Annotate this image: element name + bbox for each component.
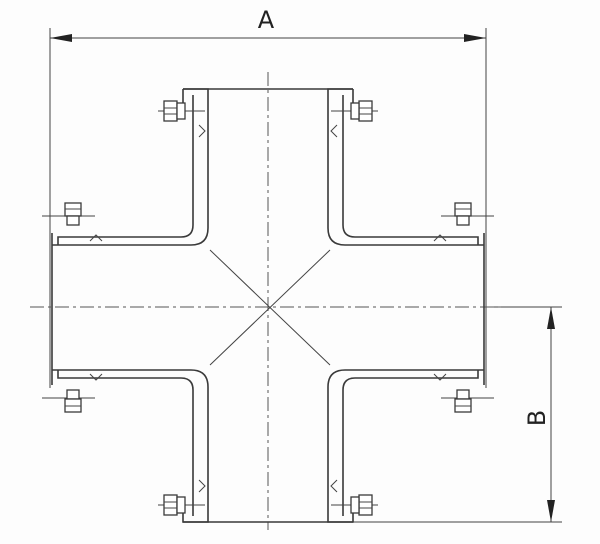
bolt-nut — [163, 494, 178, 516]
center-lines — [30, 72, 505, 530]
dimension-b: B — [336, 306, 562, 523]
bolt-washer — [66, 215, 80, 226]
bolt-left-upper — [42, 202, 95, 226]
bolt-washer — [350, 102, 360, 120]
bolt-right-lower — [441, 389, 494, 413]
quadrant-bottom-left-inner — [57, 370, 194, 516]
bolt-top-right — [331, 100, 378, 122]
weld-mark — [433, 234, 447, 242]
bolt-right-upper — [441, 202, 494, 226]
weld-mark — [89, 373, 103, 381]
bolt-washer — [176, 496, 186, 514]
bolt-top-left — [158, 100, 205, 122]
quadrant-bottom-right-outer — [327, 369, 484, 523]
arrowhead-bottom — [547, 500, 555, 522]
bolt-washer — [176, 102, 186, 120]
quadrant-bottom-right-inner — [342, 370, 479, 516]
dimension-label-a: A — [258, 6, 275, 34]
bolt-left-lower — [42, 389, 95, 413]
bolt-nut — [358, 494, 373, 516]
bolts — [42, 100, 494, 516]
dimension-a: A — [49, 6, 487, 388]
quadrant-bottom-left-outer — [52, 369, 209, 523]
dimension-label-b: B — [523, 410, 551, 426]
quadrant-top-right-inner — [342, 95, 479, 245]
weld-mark — [198, 124, 206, 138]
weld-mark — [198, 479, 206, 493]
weld-mark — [330, 479, 338, 493]
bolt-washer — [456, 215, 470, 226]
bolt-bottom-left — [158, 494, 205, 516]
arrowhead-right — [464, 34, 486, 42]
bolt-bottom-right — [331, 494, 378, 516]
bolt-nut — [358, 100, 373, 122]
cross-body — [51, 88, 485, 523]
weld-mark — [330, 124, 338, 138]
bolt-washer — [66, 389, 80, 400]
bolt-nut — [163, 100, 178, 122]
quadrant-top-left-inner — [57, 95, 194, 245]
weld-mark — [433, 373, 447, 381]
weld-mark — [89, 234, 103, 242]
diagonal-mark-2 — [209, 249, 331, 366]
arrowhead-left — [50, 34, 72, 42]
bolt-washer — [350, 496, 360, 514]
bolt-washer — [456, 389, 470, 400]
arrowhead-top — [547, 307, 555, 329]
